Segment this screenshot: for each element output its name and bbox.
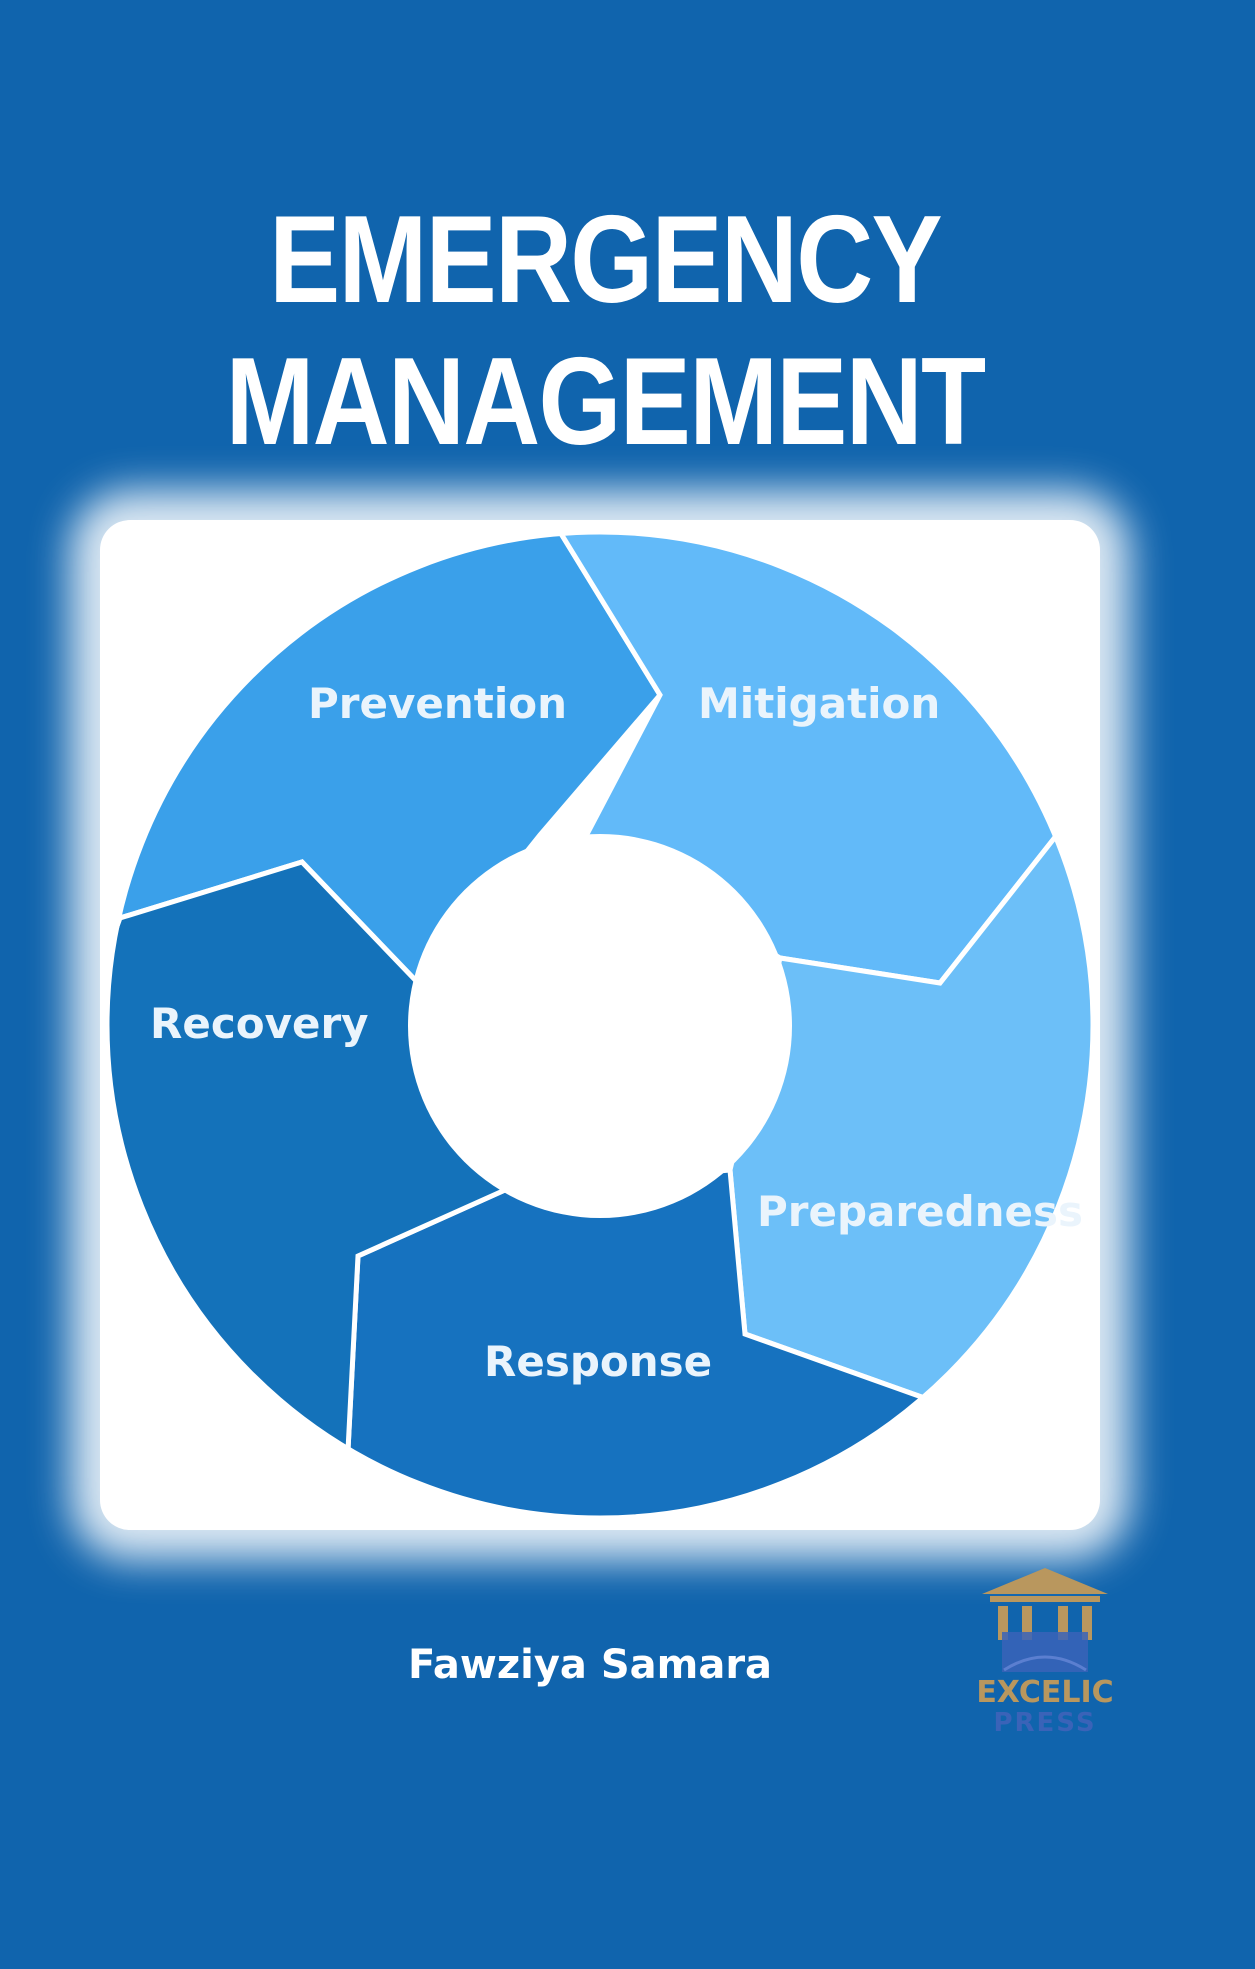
- label-recovery: Recovery: [150, 999, 369, 1048]
- label-response: Response: [484, 1337, 712, 1386]
- label-prevention: Prevention: [308, 679, 567, 728]
- label-mitigation: Mitigation: [698, 679, 940, 728]
- publisher-logo: EXCELIC PRESS: [960, 1560, 1130, 1750]
- cycle-diagram: Prevention Mitigation Preparedness Respo…: [106, 531, 1094, 1519]
- title-line-2: MANAGEMENT: [225, 333, 987, 471]
- building-icon: [982, 1568, 1108, 1672]
- publisher-name-line1: EXCELIC: [976, 1675, 1114, 1710]
- title-line-1: EMERGENCY: [269, 191, 943, 329]
- center-circle: [408, 834, 792, 1218]
- author-name: Fawziya Samara: [407, 1642, 773, 1688]
- label-preparedness: Preparedness: [757, 1187, 1083, 1236]
- publisher-name-line2: PRESS: [993, 1708, 1097, 1738]
